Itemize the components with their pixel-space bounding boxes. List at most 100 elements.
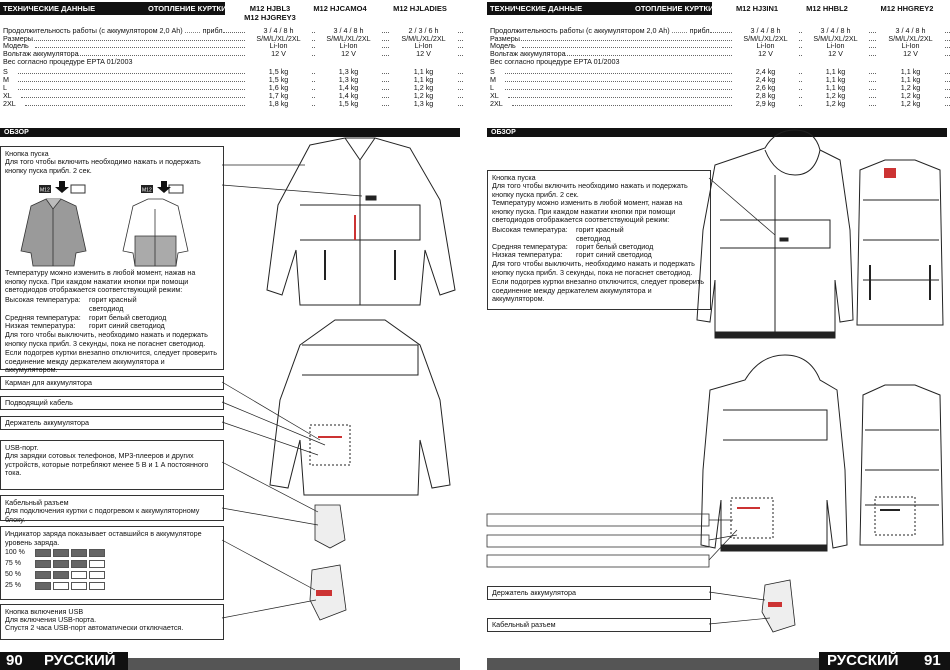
charge-box: Индикатор заряда показывает оставшийся в… [0,526,224,600]
holder-label-right: Держатель аккумулятора [492,588,577,597]
spec-row-value: 1,4 kg [315,83,382,93]
high-label: Высокая температура: [5,295,81,304]
spec-row-value: Li-Ion [315,41,382,51]
cable-plug-box: Кабельный разъем Для подключения куртки … [0,495,224,524]
overview-title: ОБЗОР [4,129,29,136]
spec-row-value: 1,2 kg [877,83,944,93]
usb-switch-title: Кнопка включения USB [5,607,84,616]
charge-led-icon [71,549,87,557]
spec-row-value: 2 / 3 / 6 h [390,26,457,36]
spec-row-label: Вольтаж аккумулятора [3,49,79,58]
spec-row-value: 1,5 kg [315,99,382,109]
spec-row-label: Модель [3,41,29,50]
spec-row-label: Вес согласно процедуре EPTA 01/2003 [490,57,620,66]
spec-row-value: 1,3 kg [390,99,457,109]
spec-row-value: 3 / 4 / 8 h [315,26,382,36]
right-illustrations [486,129,944,633]
charge-led-icon [89,571,105,579]
page-lang: РУССКИЙ [44,652,116,669]
fail-text: Если подогрев куртки внезапно отключится… [5,348,217,375]
spec-row-value: 1,5 kg [245,75,312,85]
high-value-right: горит красный светодиод [576,225,624,243]
spec-row-dots [17,73,463,74]
spec-row-dots [511,105,950,106]
spec-row-label: L [3,83,7,92]
cable-plug-text: Для подключения куртки с подогревом к ак… [5,506,200,524]
spec-row-value: 1,1 kg [390,67,457,77]
spec-row-value: 1,1 kg [802,67,869,77]
charge-level-row: 50 % [5,571,125,579]
usb-switch-text: Для включения USB-порта. [5,615,97,624]
spec-row: Вес согласно процедуре EPTA 01/2003 [3,57,463,67]
leader-lines-left [221,164,363,619]
page-lang-right: РУССКИЙ [827,652,899,669]
start-button-title: Кнопка пуска [5,149,49,158]
hoodie-front-illustration [696,129,854,339]
jacket-front-illustration [266,137,456,306]
spec-row-label: Продолжительность работы (с аккумуляторо… [490,26,712,35]
charge-led-icon [35,560,51,568]
spec-row-value: 1,1 kg [802,83,869,93]
footer-grey [128,658,460,670]
led-indicator-2 [168,184,184,194]
battery-pocket-label: Карман для аккумулятора [5,378,92,387]
start-button-box-right: Кнопка пуска Для того чтобы включить нео… [487,170,711,310]
spec-row-value: 3 / 4 / 8 h [802,26,869,36]
fail-text-right: Если подогрев куртки внезапно отключится… [492,277,704,304]
spec-row-value: 12 V [732,49,799,59]
spec-row-value: 1,7 kg [245,91,312,101]
spec-header-right: ТЕХНИЧЕСКИЕ ДАННЫЕ ОТОПЛЕНИЕ КУРТКИ [487,2,714,15]
spec-row-dots [504,89,950,90]
off-text-right: Для того чтобы выключить, необходимо наж… [492,259,695,277]
charge-level-pct: 100 % [5,549,25,556]
spec-row-value: 1,3 kg [315,67,382,77]
hoodie-back-illustration [700,354,848,552]
charge-led-icon [35,549,51,557]
spec-row-label: L [490,83,494,92]
battery-holder-illustration-right [761,579,796,633]
spec-row-value: S/M/L/XL/2XL [315,34,382,44]
charge-level-pct: 50 % [5,571,21,578]
spec-row-value: 1,2 kg [390,83,457,93]
spec-row-value: Li-Ion [877,41,944,51]
left-illustrations [221,137,456,621]
mini-jacket-white [122,198,189,267]
arrow-down-icon [55,181,69,193]
spec-row-value: Li-Ion [390,41,457,51]
spec-row-label: XL [3,91,12,100]
charge-led-icon [89,560,105,568]
spec-row-value: 2,4 kg [732,75,799,85]
charge-led-icon [71,571,87,579]
col-header-2: M12 HJCAMO4 [313,4,367,13]
spec-row: Продолжительность работы (с аккумуляторо… [490,26,950,36]
spec-row-value: 1,1 kg [802,75,869,85]
spec-row-value: 1,4 kg [315,91,382,101]
col-header-3: M12 HJLADIES [393,4,447,13]
col-header-r3: M12 HHGREY2 [880,4,934,13]
spec-row-dots [21,97,463,98]
charge-level-pct: 75 % [5,560,21,567]
spec-row-label: Размеры [3,34,33,43]
spec-row-value: 12 V [245,49,312,59]
spec-row-value: 3 / 4 / 8 h [732,26,799,36]
spec-row-value: S/M/L/XL/2XL [877,34,944,44]
spec-header-left: ТЕХНИЧЕСКИЕ ДАННЫЕ ОТОПЛЕНИЕ КУРТКИ [0,2,227,15]
charge-led-icon [89,549,105,557]
spec-row-value: 1,1 kg [877,67,944,77]
badge-bg-1 [39,185,51,193]
spec-row-value: 1,2 kg [390,91,457,101]
page-number: 90 [6,652,23,669]
spec-row-value: 1,1 kg [390,75,457,85]
spec-row-label: Модель [490,41,516,50]
spec-row-value: 1,2 kg [802,99,869,109]
charge-level-row: 75 % [5,560,125,568]
high-value: горит красный светодиод [89,295,137,313]
